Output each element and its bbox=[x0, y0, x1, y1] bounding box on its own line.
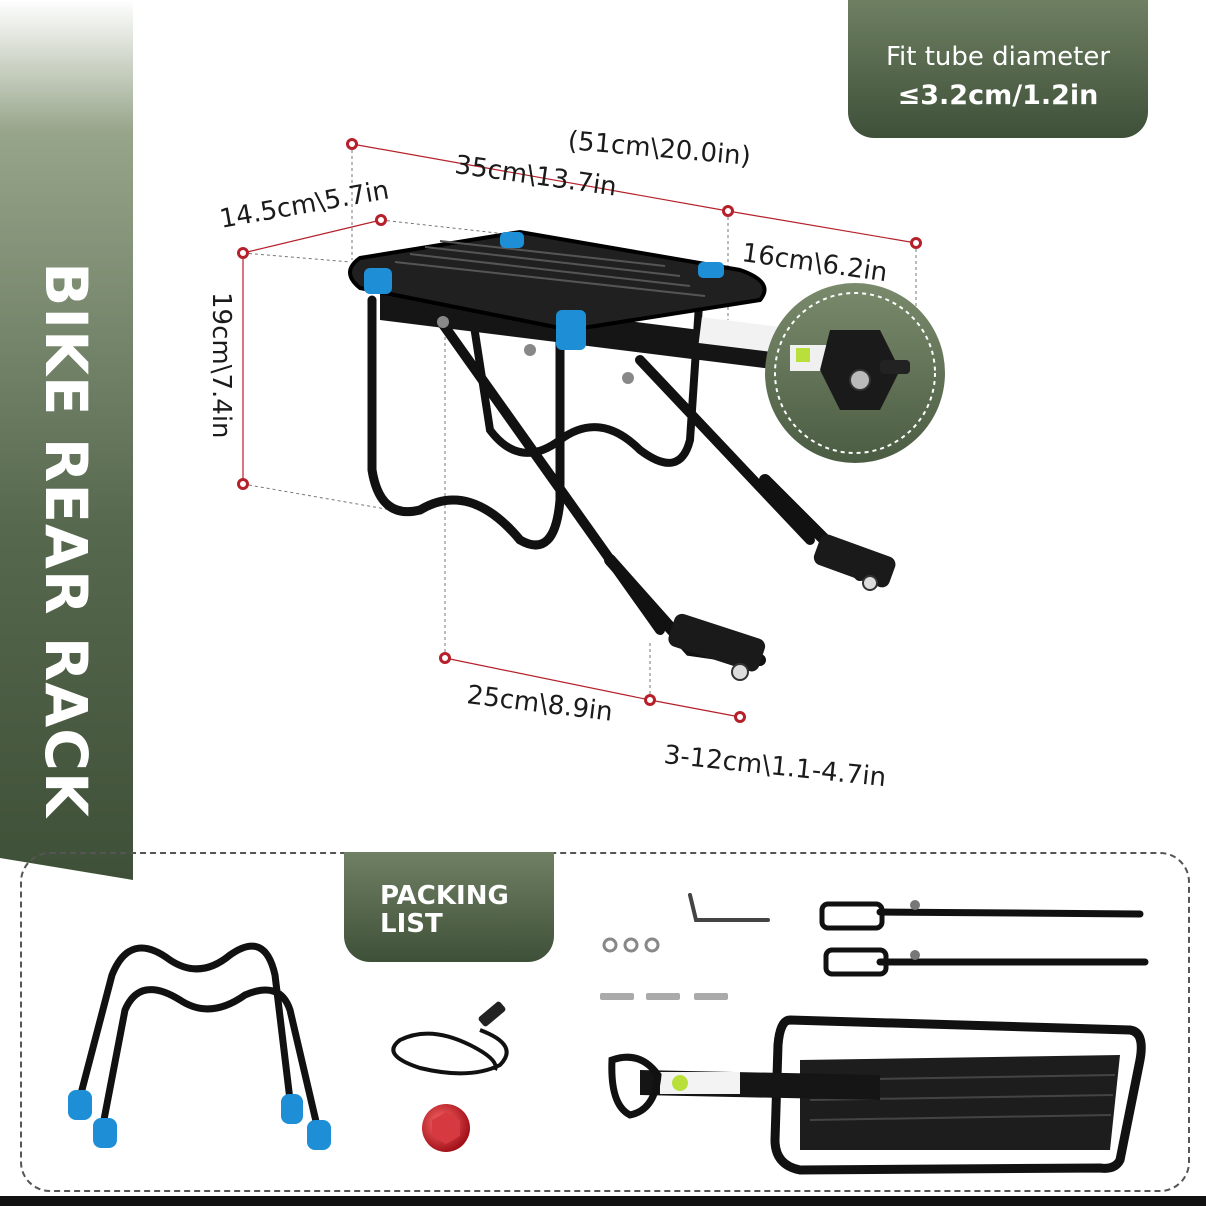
dimension-lines bbox=[242, 143, 917, 718]
rear-rack bbox=[348, 229, 896, 681]
clamp-detail bbox=[765, 283, 945, 463]
side-band bbox=[0, 0, 133, 880]
title-band: BIKE REAR RACK bbox=[0, 0, 133, 880]
fit-info-label: Fit tube diameter bbox=[885, 42, 1111, 72]
bottom-border bbox=[0, 1196, 1206, 1206]
packing-title-line1: PACKING bbox=[380, 881, 509, 911]
fit-info-value: ≤3.2cm/1.2in bbox=[897, 80, 1099, 111]
fit-info-badge: Fit tube diameter ≤3.2cm/1.2in bbox=[848, 0, 1148, 138]
dim-height: 19cm\7.4in bbox=[206, 292, 236, 439]
packing-list-frame bbox=[20, 852, 1190, 1192]
packing-list-tag: PACKING LIST bbox=[344, 852, 554, 962]
packing-items bbox=[68, 893, 1149, 1175]
packing-title-line2: LIST bbox=[380, 909, 443, 939]
page-title: BIKE REAR RACK bbox=[32, 262, 100, 818]
dimension-markers bbox=[237, 138, 922, 723]
